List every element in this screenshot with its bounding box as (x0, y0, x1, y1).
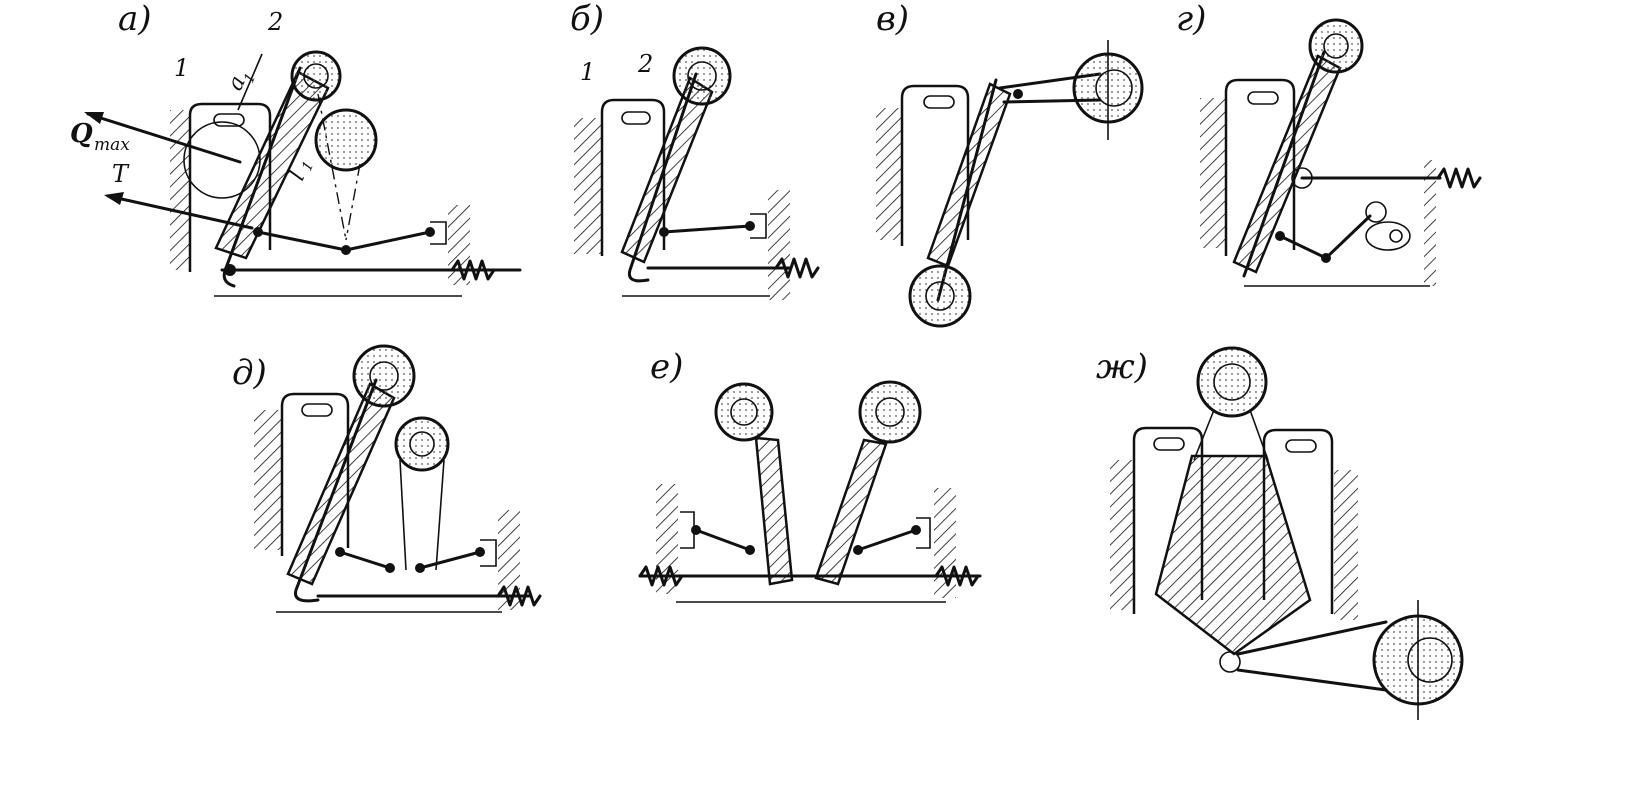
panel-label-b: б) (570, 0, 604, 39)
eccentric-shaft-zh (1196, 346, 1268, 418)
dim-l1-subscript: 1 (299, 159, 317, 174)
eccentric-shaft-d (352, 344, 416, 408)
eccentric-left-e (714, 382, 774, 442)
panel-a: а) 2 1 Q max T (70, 0, 522, 297)
t-label: T (112, 160, 130, 188)
slot (213, 113, 245, 127)
part-label-1-b: 1 (580, 58, 595, 86)
t-arrow (106, 194, 254, 230)
panel-e: е) (638, 347, 982, 603)
panel-label-a: а) (118, 0, 152, 39)
swing-jaw-left-e (754, 436, 794, 586)
q-max-subscript: max (94, 135, 130, 155)
q-max-label: Q (70, 119, 93, 149)
toggle-plate-1 (256, 230, 348, 252)
flywheel (314, 108, 378, 172)
panel-label-d: д) (232, 353, 267, 393)
material-piece (183, 121, 261, 199)
panel-label-e: е) (650, 347, 683, 387)
eccentric-shaft-g (1308, 18, 1364, 74)
panel-g: г) (1176, 0, 1482, 287)
panel-v: в) (876, 0, 1144, 328)
lower-eccentric-v (908, 264, 972, 328)
cam (1365, 221, 1411, 251)
panel-b: б) 1 2 (570, 0, 820, 300)
panel-d: д) (232, 344, 542, 613)
second-eccentric-d (394, 416, 450, 472)
eccentric-shaft-b (672, 46, 732, 106)
part-label-1: 1 (174, 54, 189, 82)
panel-label-v: в) (876, 0, 909, 39)
toggle-plate-2 (344, 230, 432, 252)
panel-label-zh: ж) (1096, 347, 1148, 387)
part-label-2: 2 (267, 8, 283, 36)
part-label-2-b: 2 (637, 50, 653, 78)
eccentric-right-e (858, 380, 922, 444)
swing-jaw-right-e (814, 438, 888, 586)
panel-label-g: г) (1176, 0, 1206, 39)
panel-zh: ж) (1096, 346, 1464, 720)
double-swing-jaw-zh (1154, 454, 1312, 656)
eccentric-shaft (290, 50, 342, 102)
q-max-arrow (86, 112, 242, 164)
